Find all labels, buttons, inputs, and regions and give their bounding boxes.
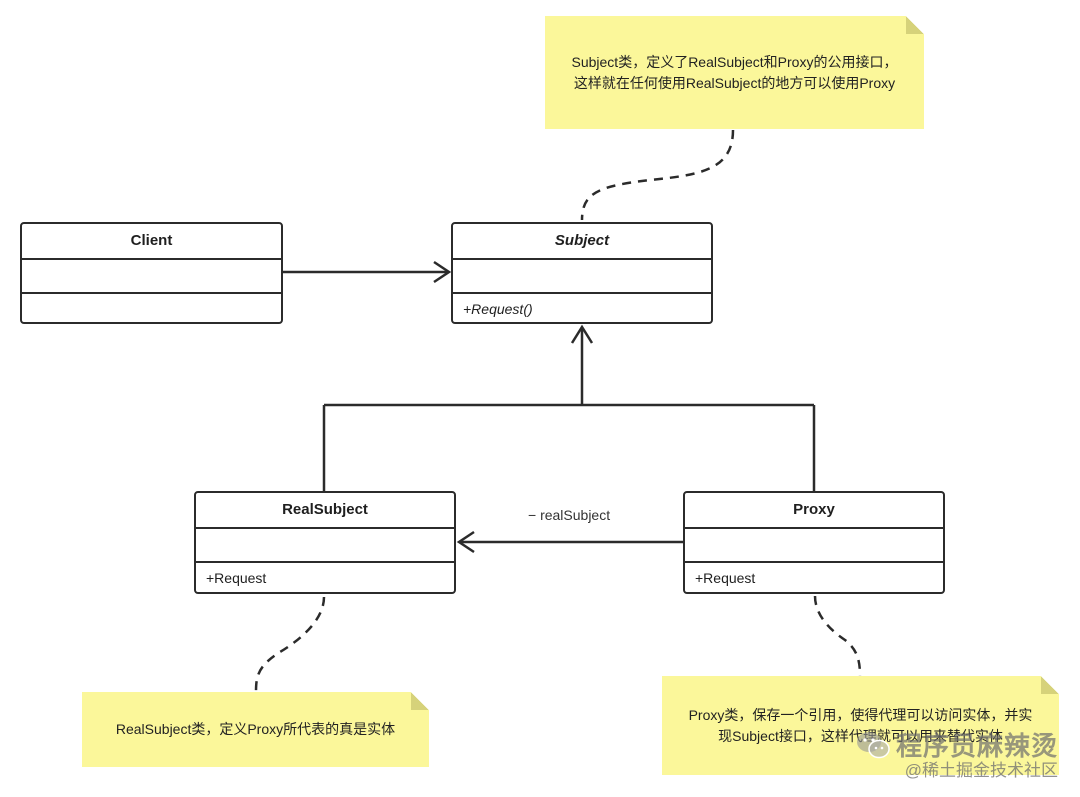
note-subject[interactable]: Subject类，定义了RealSubject和Proxy的公用接口， 这样就在… [545,16,924,129]
note-real-subject[interactable]: RealSubject类，定义Proxy所代表的真是实体 [82,692,429,767]
class-real-subject[interactable]: RealSubject +Request [194,491,456,594]
note-line: Subject类，定义了RealSubject和Proxy的公用接口， [571,53,898,70]
watermark: 程序员麻辣烫 @稀土掘金技术社区 [856,726,1058,780]
note-text: RealSubject类，定义Proxy所代表的真是实体 [106,719,405,740]
watermark-sub: @稀土掘金技术社区 [904,761,1058,780]
note-line: Proxy类，保存一个引用，使得代理可以访问实体，并实 [688,706,1033,723]
watermark-main: 程序员麻辣烫 [895,731,1058,761]
class-name: Subject [453,224,711,260]
note-proxy[interactable]: Proxy类，保存一个引用，使得代理可以访问实体，并实 现Subject接口，这… [662,676,1059,775]
wechat-icon [856,731,890,759]
association-label: − realSubject [528,507,611,523]
real-subject-note-link [254,596,326,693]
class-operations: +Request() [463,301,533,317]
generalization-arrowhead [570,324,594,344]
class-name: Client [22,224,281,260]
class-name: RealSubject [196,493,454,529]
class-attributes [685,529,943,563]
class-name: Proxy [685,493,943,529]
subject-note-link [580,129,735,221]
class-subject[interactable]: Subject +Request() [451,222,713,324]
note-fold-icon [1041,676,1059,694]
note-fold-icon [411,692,429,710]
class-attributes [453,260,711,294]
client-subject-arrowhead [433,260,452,284]
class-attributes [22,260,281,294]
class-proxy[interactable]: Proxy +Request [683,491,945,594]
class-client[interactable]: Client [20,222,283,324]
proxy-note-link [813,595,862,677]
note-line: RealSubject类，定义Proxy所代表的真是实体 [115,721,396,737]
class-operations: +Request [695,570,756,586]
class-operations [22,294,281,324]
note-line: 这样就在任何使用RealSubject的地方可以使用Proxy [573,74,896,91]
class-attributes [196,529,454,563]
note-fold-icon [906,16,924,34]
class-operations: +Request [206,570,267,586]
proxy-realsubject-arrowhead [456,530,475,554]
note-text: Subject类，定义了RealSubject和Proxy的公用接口， 这样就在… [562,52,908,94]
